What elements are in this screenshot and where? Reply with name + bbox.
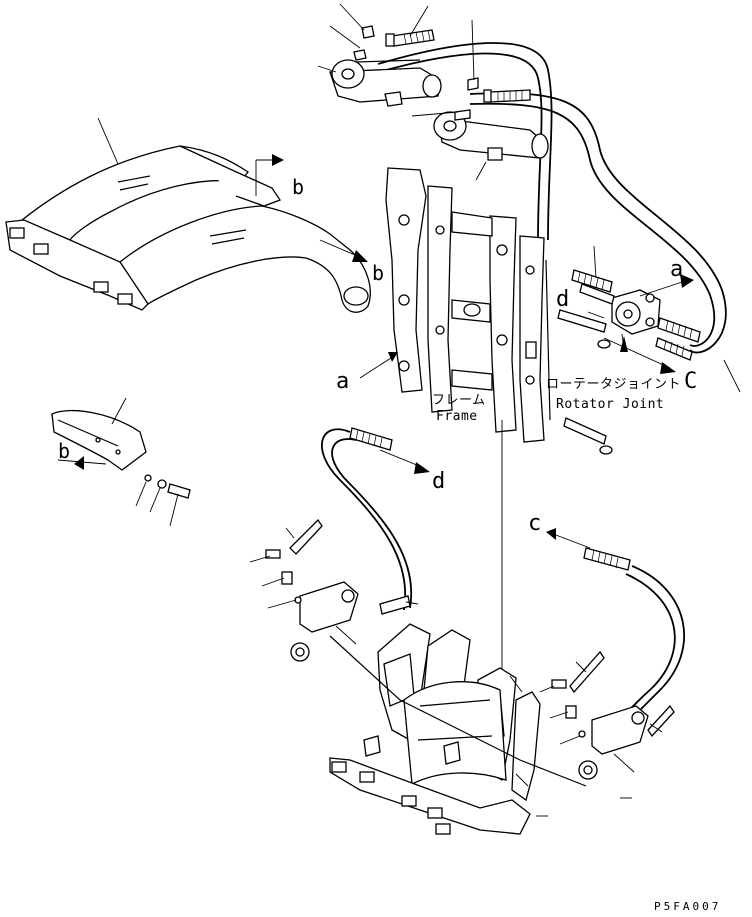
frame-holes (398, 214, 535, 385)
small-cover (51, 397, 191, 527)
callout-b-top: b (292, 175, 304, 199)
center-frame (385, 167, 551, 443)
rotator-arrow (620, 336, 628, 352)
callout-c-lower: c (528, 511, 541, 536)
figure-code: P5FA007 (654, 900, 721, 913)
fork-arm-assembly (5, 117, 371, 313)
top-bolts (353, 25, 531, 121)
callout-a-left: a (336, 369, 349, 394)
frame-label-en: Frame (436, 409, 478, 424)
lower-base-lugs (331, 761, 451, 835)
callout-b-mid: b (372, 261, 384, 285)
callout-a-top: a (670, 257, 683, 282)
cylinder-lower (433, 111, 549, 161)
callout-c-right: C (684, 369, 697, 394)
base-plate-lugs (9, 227, 133, 305)
lower-right-valve (539, 650, 675, 799)
callout-d-mid: d (432, 469, 445, 494)
top-leaders (317, 3, 487, 181)
callout-d-upper: d (556, 287, 569, 312)
rotator-joint-label-en: Rotator Joint (556, 397, 664, 412)
callout-arrows (57, 154, 694, 549)
middle-hose (321, 427, 413, 611)
callout-b-left: b (58, 439, 70, 463)
lower-fork-assembly (329, 623, 587, 835)
lower-left-valve (249, 518, 419, 662)
cylinder-upper (329, 59, 442, 107)
rotator-fittings (571, 269, 701, 361)
upper-hose-pair (371, 42, 727, 354)
rotator-joint-label-jp: ローテータジョイント (546, 377, 681, 392)
frame-label-jp: フレーム (432, 393, 486, 408)
rotator-joint (557, 245, 741, 455)
